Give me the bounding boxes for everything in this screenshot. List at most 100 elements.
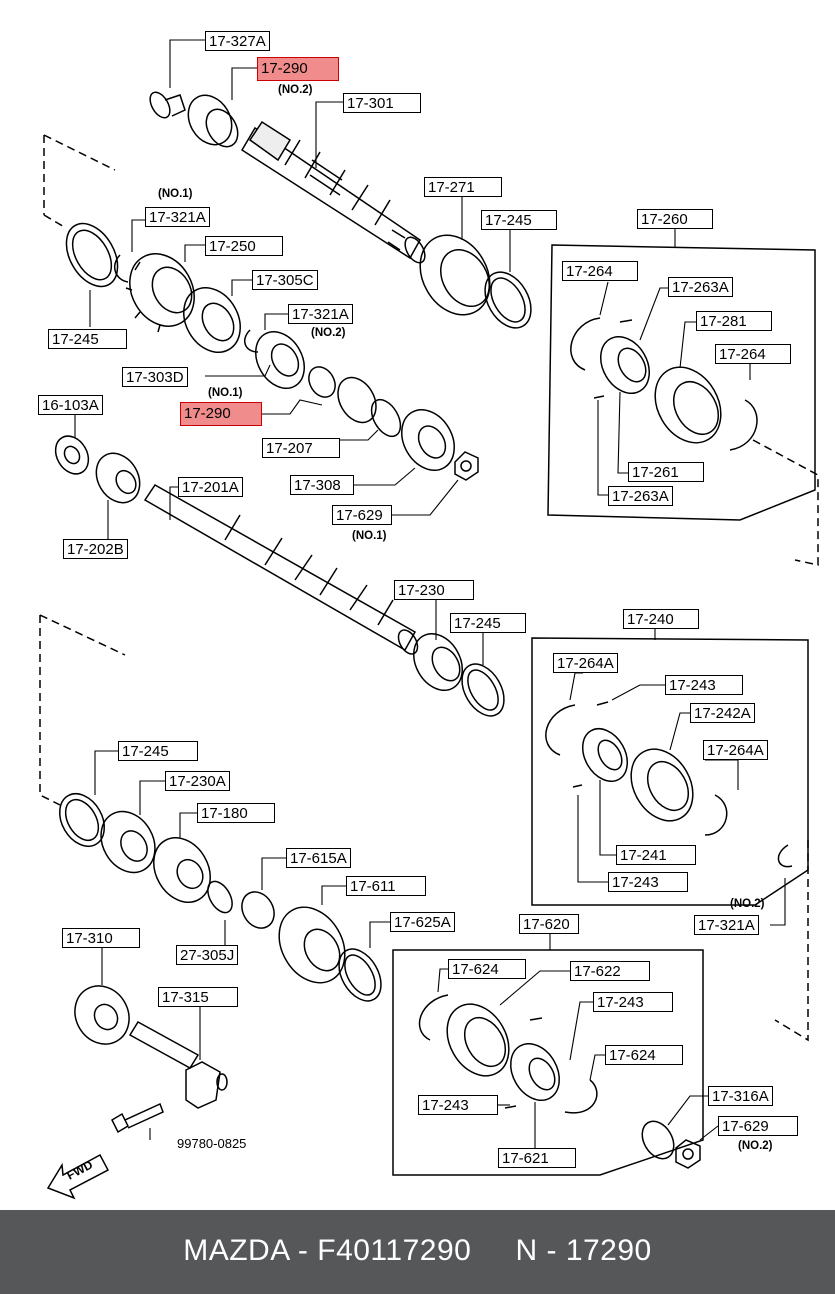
label-17-301: 17-301: [343, 93, 421, 113]
hub-17-241: [581, 728, 629, 782]
label-17-290-no1: 17-290: [180, 402, 262, 426]
label-27-305J: 27-305J: [176, 945, 239, 965]
note-no2: (NO.2): [311, 327, 346, 339]
label-17-624: 17-624: [448, 959, 526, 979]
sleeve-17-242A: [630, 748, 694, 822]
label-17-245: 17-245: [48, 329, 127, 349]
label-17-303D: 17-303D: [122, 367, 188, 387]
bearing-16-103A: [54, 435, 90, 475]
label-17-180: 17-180: [197, 803, 275, 823]
label-17-201A: 17-201A: [178, 477, 243, 497]
nut-17-629-no2: [675, 1139, 701, 1169]
label-17-620: 17-620: [519, 914, 579, 934]
ring-17-625A: [338, 948, 382, 1002]
hub-17-621: [510, 1043, 560, 1101]
group-box-17-620: [392, 949, 704, 1176]
label-17-264: 17-264: [562, 261, 638, 281]
main-shaft-17-301: [240, 120, 426, 264]
label-17-321A-no2: 17-321A: [288, 304, 353, 324]
label-17-315: 17-315: [158, 987, 238, 1007]
label-17-281: 17-281: [696, 311, 772, 331]
gear-17-305C: [183, 287, 241, 353]
note-no1: (NO.1): [158, 188, 193, 200]
bolt-99780-0825: [111, 1102, 164, 1134]
label-17-261: 17-261: [628, 462, 704, 482]
gear-17-611: [278, 906, 346, 984]
note-no1: (NO.1): [208, 387, 243, 399]
label-17-290-no2: 17-290: [257, 57, 339, 81]
label-17-624: 17-624: [605, 1045, 683, 1065]
label-17-242A: 17-242A: [690, 703, 755, 723]
seal-17-316A: [641, 1120, 675, 1160]
note-no2: (NO.2): [738, 1140, 773, 1152]
parts-drawing: [39, 39, 819, 1200]
gear-17-250: [125, 253, 195, 333]
gear-17-310: [74, 985, 130, 1045]
gear-17-230A: [100, 810, 156, 874]
group-box-17-260: [547, 244, 816, 521]
label-17-240: 17-240: [623, 609, 699, 629]
label-17-243: 17-243: [593, 992, 673, 1012]
label-17-310: 17-310: [62, 928, 140, 948]
footer-bar: MAZDA - F40117290 N - 17290: [0, 1210, 835, 1294]
label-17-316A: 17-316A: [708, 1086, 773, 1106]
label-17-260: 17-260: [637, 209, 713, 229]
bolt-part-number: 99780-0825: [177, 1136, 247, 1151]
nut-17-629-no1: [454, 451, 479, 481]
ring-17-245-upper: [484, 271, 532, 329]
gear-ring-17-245-left: [65, 222, 119, 288]
shaft-17-315: [128, 1020, 228, 1109]
gear-17-271: [419, 234, 491, 316]
label-17-321A-no1: 17-321A: [145, 207, 210, 227]
label-17-621: 17-621: [498, 1148, 576, 1168]
fwd-arrow-icon: [46, 1153, 110, 1200]
washer-17-207: [370, 398, 402, 438]
label-17-264A: 17-264A: [703, 740, 768, 760]
seal-17-327A: [149, 91, 186, 119]
footer-part-text: MAZDA - F40117290 N - 17290: [183, 1234, 652, 1267]
gear-17-230: [413, 633, 463, 691]
label-17-243: 17-243: [608, 872, 688, 892]
label-17-327A: 17-327A: [205, 31, 270, 51]
label-17-202B: 17-202B: [63, 539, 128, 559]
group-box-17-240: [531, 637, 809, 906]
label-17-230: 17-230: [394, 580, 474, 600]
label-17-241: 17-241: [616, 845, 696, 865]
countershaft-17-201A: [143, 484, 419, 655]
label-17-615A: 17-615A: [286, 848, 351, 868]
label-17-243: 17-243: [665, 675, 743, 695]
label-17-629-no2: 17-629: [718, 1116, 798, 1136]
needle-bearing-17-615A: [241, 891, 275, 929]
ring-17-245-mid: [461, 663, 505, 717]
label-17-308: 17-308: [290, 475, 354, 495]
sleeve-17-622: [446, 1003, 510, 1077]
label-16-103A: 16-103A: [38, 395, 103, 415]
parts-diagram: 17-327A 17-290 (NO.2) 17-301 17-271 17-2…: [38, 31, 819, 1200]
label-17-264A: 17-264A: [553, 653, 618, 673]
bearing-17-290-no2: [187, 94, 239, 148]
label-17-263A: 17-263A: [668, 277, 733, 297]
label-17-243: 17-243: [418, 1095, 498, 1115]
note-no1: (NO.1): [352, 530, 387, 542]
label-17-230A: 17-230A: [165, 771, 230, 791]
label-17-305C: 17-305C: [252, 270, 318, 290]
ring-17-245-lower: [58, 793, 106, 847]
gear-17-308: [401, 409, 455, 471]
label-17-622: 17-622: [570, 961, 650, 981]
hub-17-261: [600, 336, 650, 394]
label-17-250: 17-250: [205, 236, 283, 256]
label-17-625A: 17-625A: [390, 912, 455, 932]
note-no2: (NO.2): [278, 84, 313, 96]
gear-17-303D: [255, 331, 305, 389]
label-17-245: 17-245: [118, 741, 198, 761]
label-17-321A: 17-321A: [694, 915, 759, 935]
label-17-263A: 17-263A: [608, 486, 673, 506]
label-17-264: 17-264: [715, 344, 791, 364]
label-17-245: 17-245: [450, 613, 526, 633]
label-17-629-no1: 17-629: [332, 505, 392, 525]
bearing-17-290-no1: [308, 366, 377, 424]
bearing-17-202B: [95, 452, 141, 504]
note-no2: (NO.2): [730, 898, 765, 910]
label-17-207: 17-207: [262, 438, 340, 458]
washer-27-305J: [207, 880, 233, 914]
